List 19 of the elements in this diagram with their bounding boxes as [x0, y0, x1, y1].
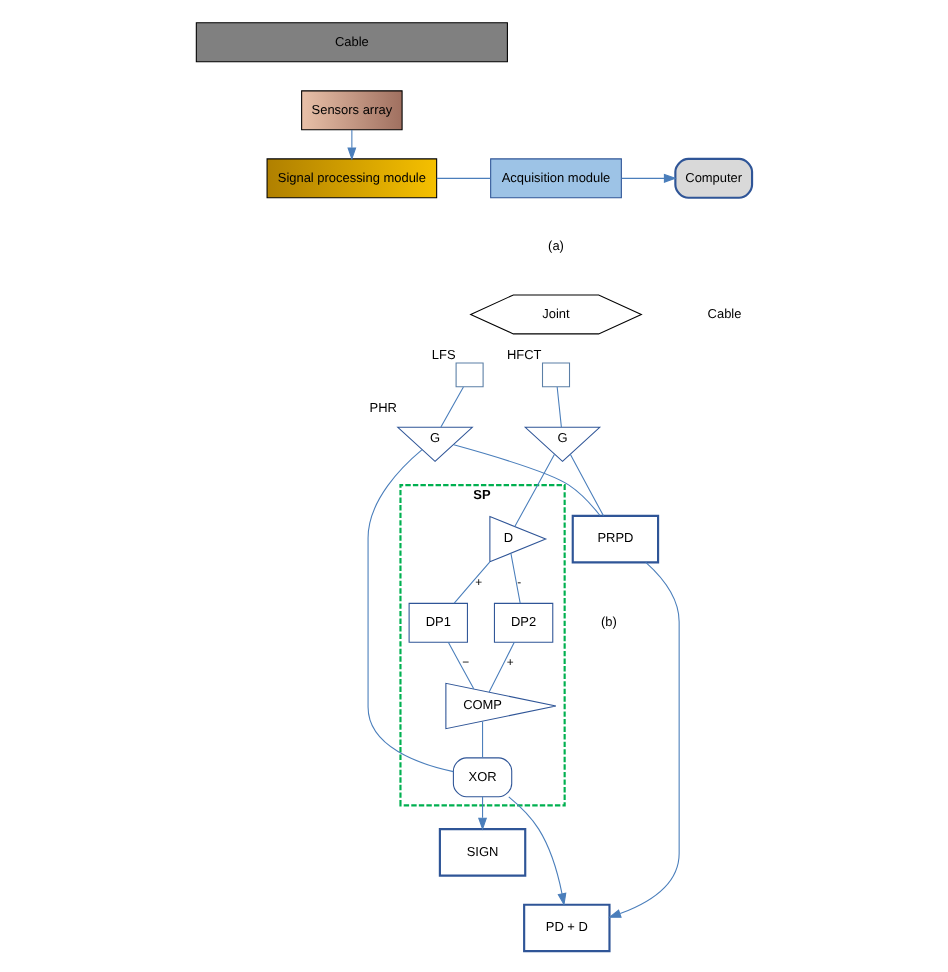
connector	[487, 640, 514, 692]
arrow	[477, 795, 487, 830]
connector	[366, 448, 453, 772]
connector	[513, 452, 555, 527]
arrow	[346, 128, 356, 160]
connector	[509, 551, 520, 603]
node-box	[454, 361, 483, 387]
connector	[452, 443, 600, 515]
connector	[481, 719, 483, 757]
connector	[568, 452, 603, 516]
connector	[555, 385, 561, 427]
arrow	[620, 172, 676, 182]
connector	[439, 385, 463, 427]
connector	[452, 560, 490, 603]
connector	[435, 176, 490, 178]
node-box	[540, 361, 570, 387]
arrow	[607, 560, 679, 917]
arrow	[507, 795, 566, 906]
connector	[446, 640, 474, 689]
